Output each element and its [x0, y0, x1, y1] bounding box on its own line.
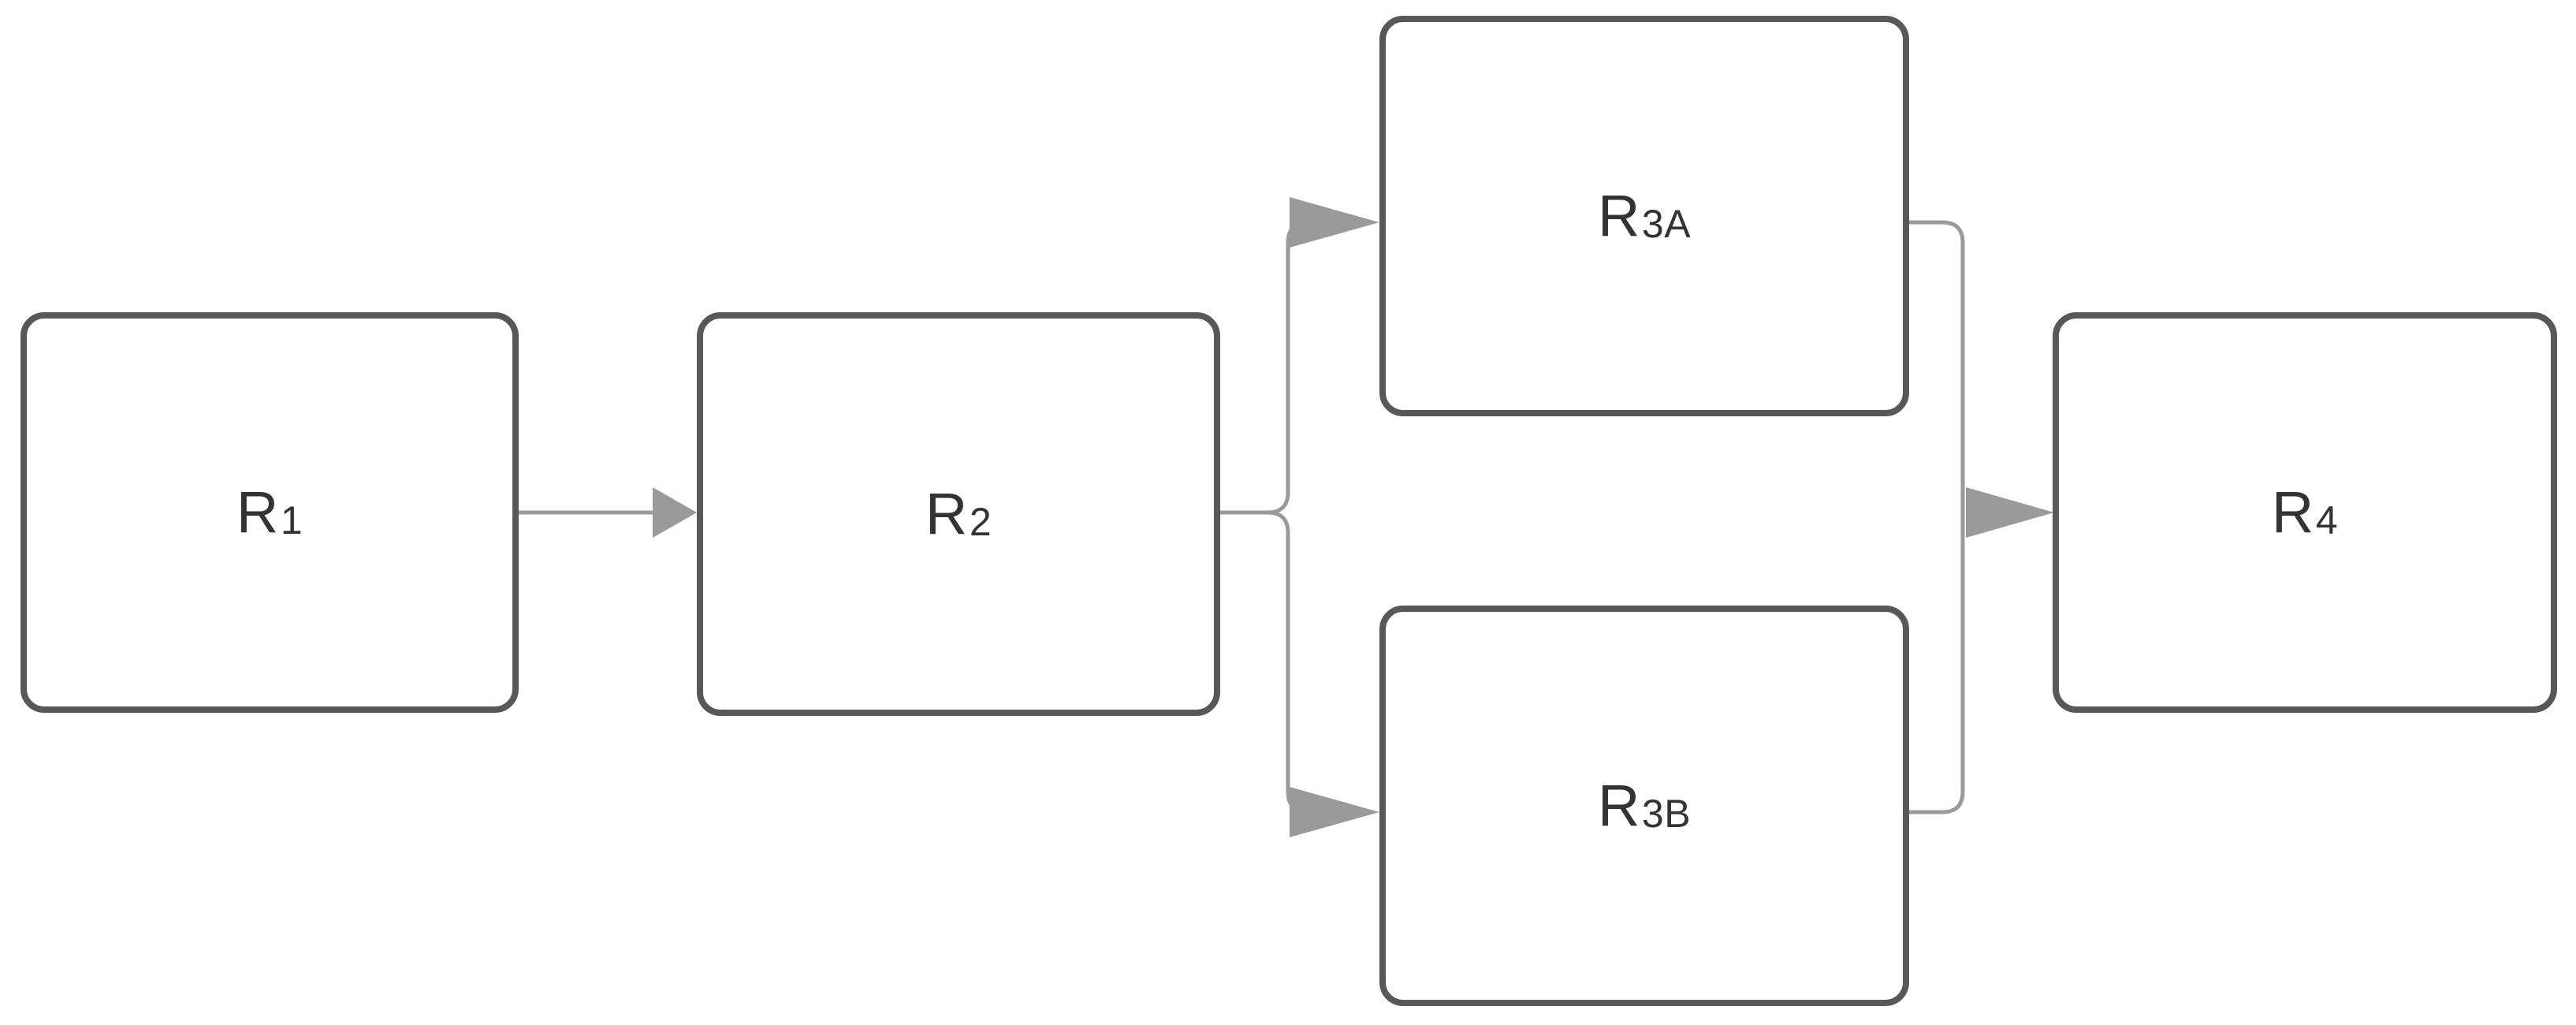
node-r3b-label-base: R — [1597, 773, 1640, 838]
edge-r2-to-r3a-arrowhead — [1290, 197, 1379, 248]
edge-r2-to-r3b-arrowhead — [1290, 787, 1379, 837]
node-r4-label-base: R — [2271, 479, 2314, 545]
edge-r2-to-r3a-line — [1267, 220, 1334, 515]
edge-r1-to-r2[interactable] — [519, 487, 2232, 538]
edge-r3a-to-r4[interactable] — [1909, 220, 1965, 512]
edge-r2-to-r3b-line — [1267, 510, 1334, 814]
node-r3a-label-base: R — [1597, 183, 1640, 248]
edge-r3b-to-r4[interactable] — [1909, 512, 1965, 814]
edge-r1-to-r2-arrowhead — [653, 487, 697, 538]
node-r3a-label-subscript: 3A — [1641, 202, 1692, 246]
edge-merge-to-r4-head[interactable] — [1966, 487, 2054, 538]
edge-r3a-to-r4-line — [1909, 220, 1965, 512]
edge-r2-to-r3a[interactable] — [1267, 197, 1379, 515]
node-r4-label-subscript: 4 — [2315, 498, 2339, 542]
edge-merge-to-r4-arrowhead — [1966, 487, 2054, 538]
edge-r2-to-r3b[interactable] — [1267, 510, 1379, 837]
node-r2-label-subscript: 2 — [969, 500, 992, 544]
node-r1-label-subscript: 1 — [280, 498, 303, 542]
node-r3b-label-subscript: 3B — [1641, 792, 1692, 836]
edge-r3b-to-r4-line — [1909, 512, 1965, 814]
node-r1-label-base: R — [236, 479, 279, 545]
node-r2-label-base: R — [925, 481, 968, 546]
